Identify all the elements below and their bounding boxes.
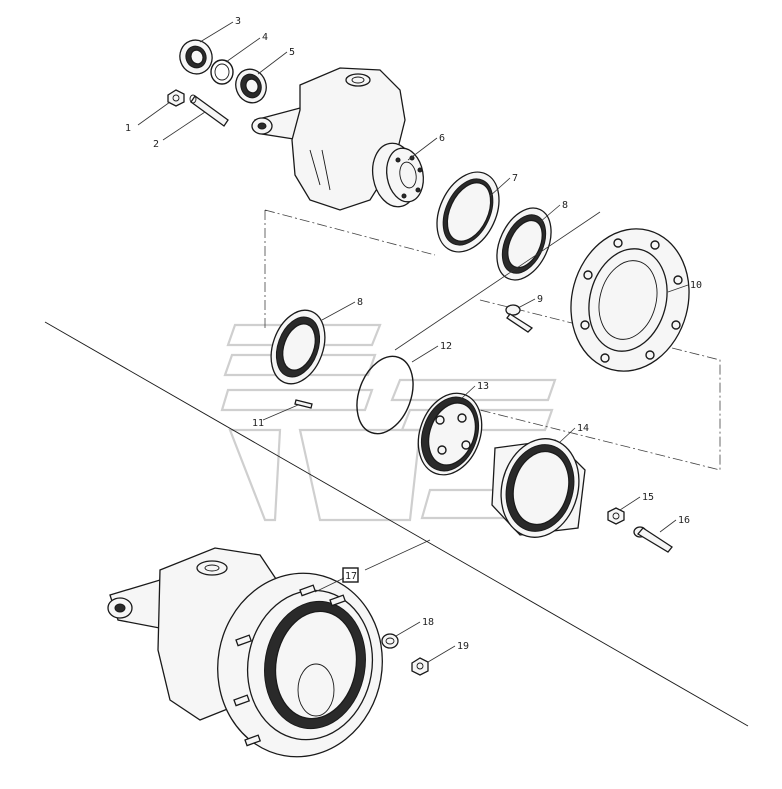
part-4-ring	[210, 59, 234, 85]
part-2-pin	[189, 94, 229, 127]
label-13: 13	[477, 381, 489, 392]
part-17-hub-assembly	[107, 547, 383, 758]
part-6-steering-knuckle	[251, 67, 424, 211]
label-8-lower: 8	[357, 297, 363, 308]
part-7-oil-seal	[436, 171, 500, 253]
label-19: 19	[457, 641, 469, 652]
label-17-box	[342, 567, 359, 583]
label-8-upper: 8	[562, 200, 568, 211]
part-11-screw	[294, 399, 313, 409]
part-14-ring-gear	[491, 438, 586, 538]
label-5: 5	[289, 47, 295, 58]
assembly-boundary-outline	[264, 209, 721, 471]
part-15-nut	[607, 507, 625, 525]
label-1: 1	[125, 123, 131, 134]
part-1-nut	[167, 89, 185, 107]
part-8-bearing-upper	[496, 207, 552, 281]
label-4: 4	[262, 32, 268, 43]
part-12-snap-ring	[356, 355, 414, 435]
part-3-oil-seal	[179, 39, 213, 75]
label-17: 17	[345, 571, 357, 582]
label-16: 16	[678, 515, 690, 526]
label-11: 11	[252, 418, 264, 429]
part-13-planet-carrier	[417, 392, 483, 476]
label-9: 9	[537, 294, 543, 305]
part-18-washer	[381, 633, 399, 649]
part-9-wheel-bolt	[505, 304, 534, 333]
label-14: 14	[577, 423, 589, 434]
label-15: 15	[642, 492, 654, 503]
label-2: 2	[153, 139, 159, 150]
section-divider-line	[44, 321, 749, 727]
leader-lines	[137, 21, 689, 663]
part-10-wheel-hub	[570, 228, 690, 372]
part-16-bolt	[633, 526, 673, 553]
label-10: 10	[690, 280, 702, 291]
label-7: 7	[512, 173, 518, 184]
part-8-bearing-lower	[270, 309, 326, 385]
part-5-bearing	[235, 68, 267, 104]
label-12: 12	[440, 341, 452, 352]
watermark-logo	[220, 323, 557, 522]
label-18: 18	[422, 617, 434, 628]
part-19-nut	[411, 657, 429, 676]
label-3: 3	[235, 16, 241, 27]
label-6: 6	[439, 133, 445, 144]
